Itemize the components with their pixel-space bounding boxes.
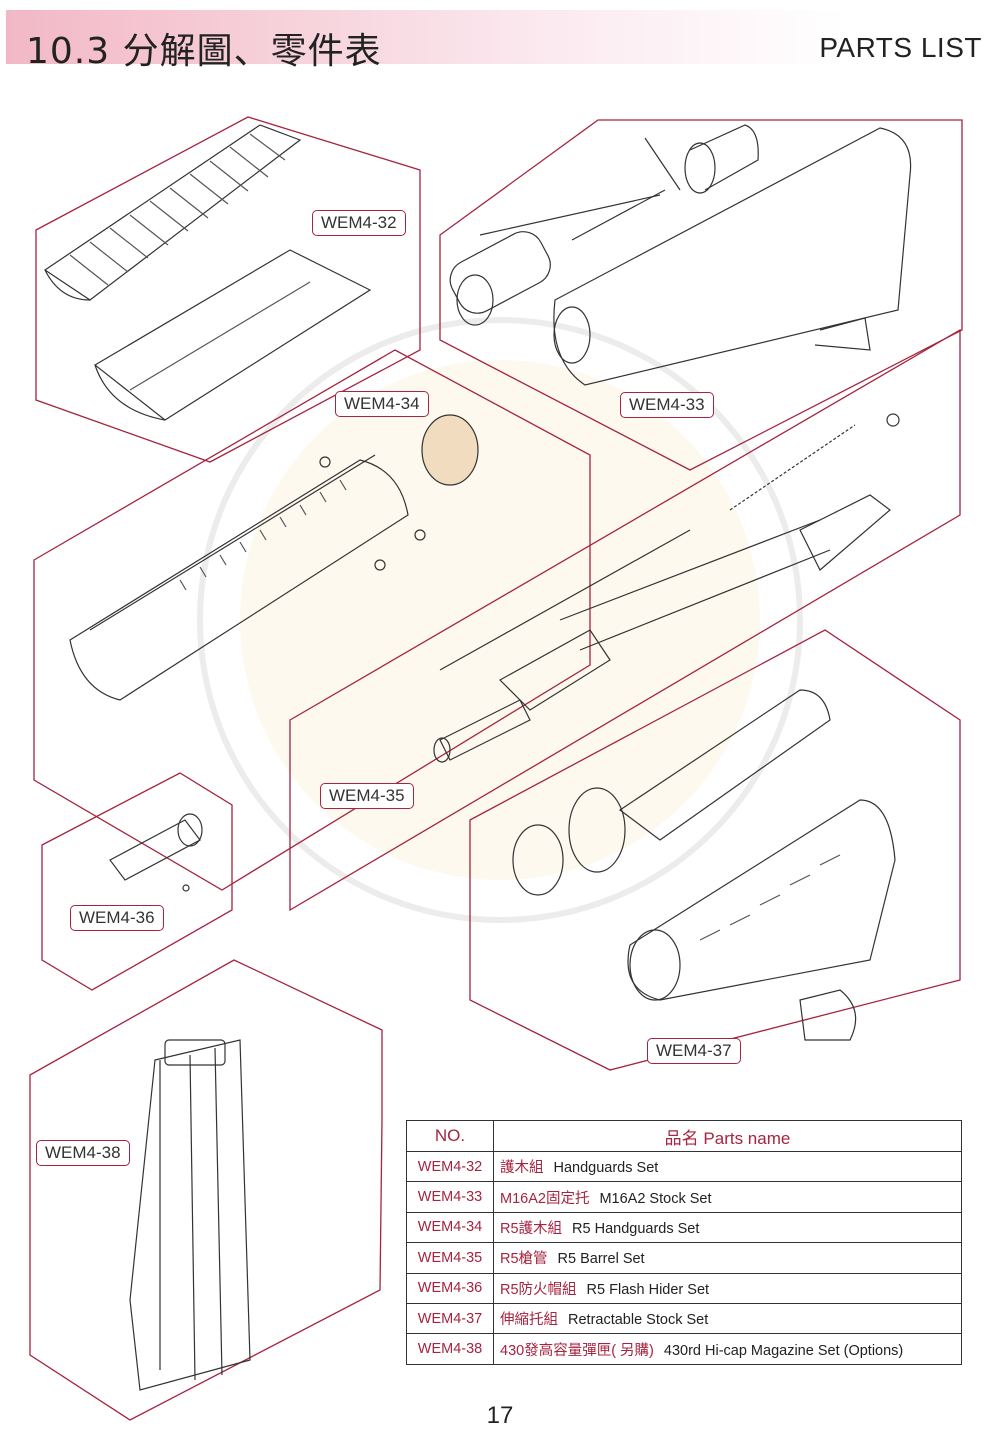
page-number: 17: [486, 1402, 514, 1429]
table-header-row: NO. 品名 Parts name: [406, 1120, 962, 1152]
table-row: WEM4-37 伸縮托組 Retractable Stock Set: [406, 1302, 962, 1335]
part-name-en: 430rd Hi-cap Magazine Set (Options): [663, 1342, 904, 1359]
panel-wem4-36: [41, 772, 233, 991]
part-name-en: R5 Barrel Set: [557, 1251, 645, 1268]
panel-wem4-38: [29, 959, 383, 1421]
watermark-seal: [197, 317, 803, 923]
part-name: 430發高容量彈匣( 另購) 430rd Hi-cap Magazine Set …: [493, 1333, 962, 1365]
part-number: WEM4-38: [406, 1333, 494, 1365]
part-name-cn: R5防火帽組: [500, 1281, 577, 1298]
part-name-cn: M16A2固定托: [500, 1190, 590, 1207]
part-number: WEM4-36: [406, 1272, 494, 1304]
part-name: M16A2固定托 M16A2 Stock Set: [493, 1181, 962, 1213]
part-name-cn: 伸縮托組: [500, 1312, 558, 1329]
label-wem4-37: WEM4-37: [647, 1038, 741, 1064]
handguard-upper-drawing: [43, 124, 302, 301]
fixed-stock-drawing: [449, 124, 912, 386]
parts-table: NO. 品名 Parts name WEM4-32 護木組 Handguards …: [406, 1120, 962, 1365]
label-wem4-35: WEM4-35: [320, 783, 414, 809]
part-name: R5槍管 R5 Barrel Set: [493, 1242, 962, 1274]
panel-wem4-35: [289, 328, 961, 912]
table-row: WEM4-33 M16A2固定托 M16A2 Stock Set: [406, 1181, 962, 1213]
section-title: 10.3 分解圖、零件表: [26, 31, 382, 72]
panel-wem4-33: [439, 119, 963, 471]
label-wem4-34: WEM4-34: [335, 391, 429, 417]
part-number: WEM4-34: [406, 1211, 494, 1244]
r5-handguard-drawing: [69, 414, 479, 701]
column-header-name: 品名 Parts name: [493, 1120, 962, 1152]
label-wem4-38: WEM4-38: [36, 1140, 130, 1166]
part-number: WEM4-35: [406, 1242, 494, 1274]
barrel-set-drawing: [433, 413, 900, 763]
part-name-en: M16A2 Stock Set: [599, 1190, 712, 1207]
part-name-en: Handguards Set: [553, 1160, 659, 1177]
part-name-en: Retractable Stock Set: [568, 1312, 709, 1329]
header-bar: 10.3 分解圖、零件表 PARTS LIST: [6, 10, 994, 72]
part-name: R5防火帽組 R5 Flash Hider Set: [493, 1272, 962, 1304]
part-name: 伸縮托組 Retractable Stock Set: [493, 1302, 962, 1335]
parts-list-title: PARTS LIST: [819, 32, 982, 63]
retractable-stock-drawing: [512, 689, 896, 1041]
table-row: WEM4-36 R5防火帽組 R5 Flash Hider Set: [406, 1272, 962, 1304]
part-name: 護木組 Handguards Set: [493, 1150, 962, 1183]
flash-hider-drawing: [109, 813, 203, 892]
part-number: WEM4-37: [406, 1302, 494, 1335]
part-name-cn: 430發高容量彈匣( 另購): [500, 1342, 654, 1359]
part-name-cn: R5槍管: [500, 1251, 548, 1268]
table-row: WEM4-32 護木組 Handguards Set: [406, 1150, 962, 1183]
column-header-no: NO.: [406, 1120, 494, 1152]
label-wem4-36: WEM4-36: [70, 905, 164, 931]
part-number: WEM4-32: [406, 1150, 494, 1183]
part-number: WEM4-33: [406, 1181, 494, 1213]
magazine-drawing: [129, 1039, 251, 1391]
label-wem4-32: WEM4-32: [312, 210, 406, 236]
part-name-cn: 護木組: [500, 1160, 544, 1177]
part-name-en: R5 Handguards Set: [572, 1220, 700, 1237]
panel-wem4-37: [469, 629, 961, 1071]
part-name-cn: R5護木組: [500, 1220, 563, 1237]
panel-wem4-32: [35, 116, 421, 463]
table-row: WEM4-34 R5護木組 R5 Handguards Set: [406, 1211, 962, 1244]
handguard-lower-drawing: [93, 249, 372, 421]
table-row: WEM4-35 R5槍管 R5 Barrel Set: [406, 1242, 962, 1274]
label-wem4-33: WEM4-33: [620, 392, 714, 418]
part-name: R5護木組 R5 Handguards Set: [493, 1211, 962, 1244]
part-name-en: R5 Flash Hider Set: [586, 1281, 710, 1298]
panel-wem4-34: [33, 349, 591, 891]
table-row: WEM4-38 430發高容量彈匣( 另購) 430rd Hi-cap Magaz…: [406, 1333, 962, 1365]
